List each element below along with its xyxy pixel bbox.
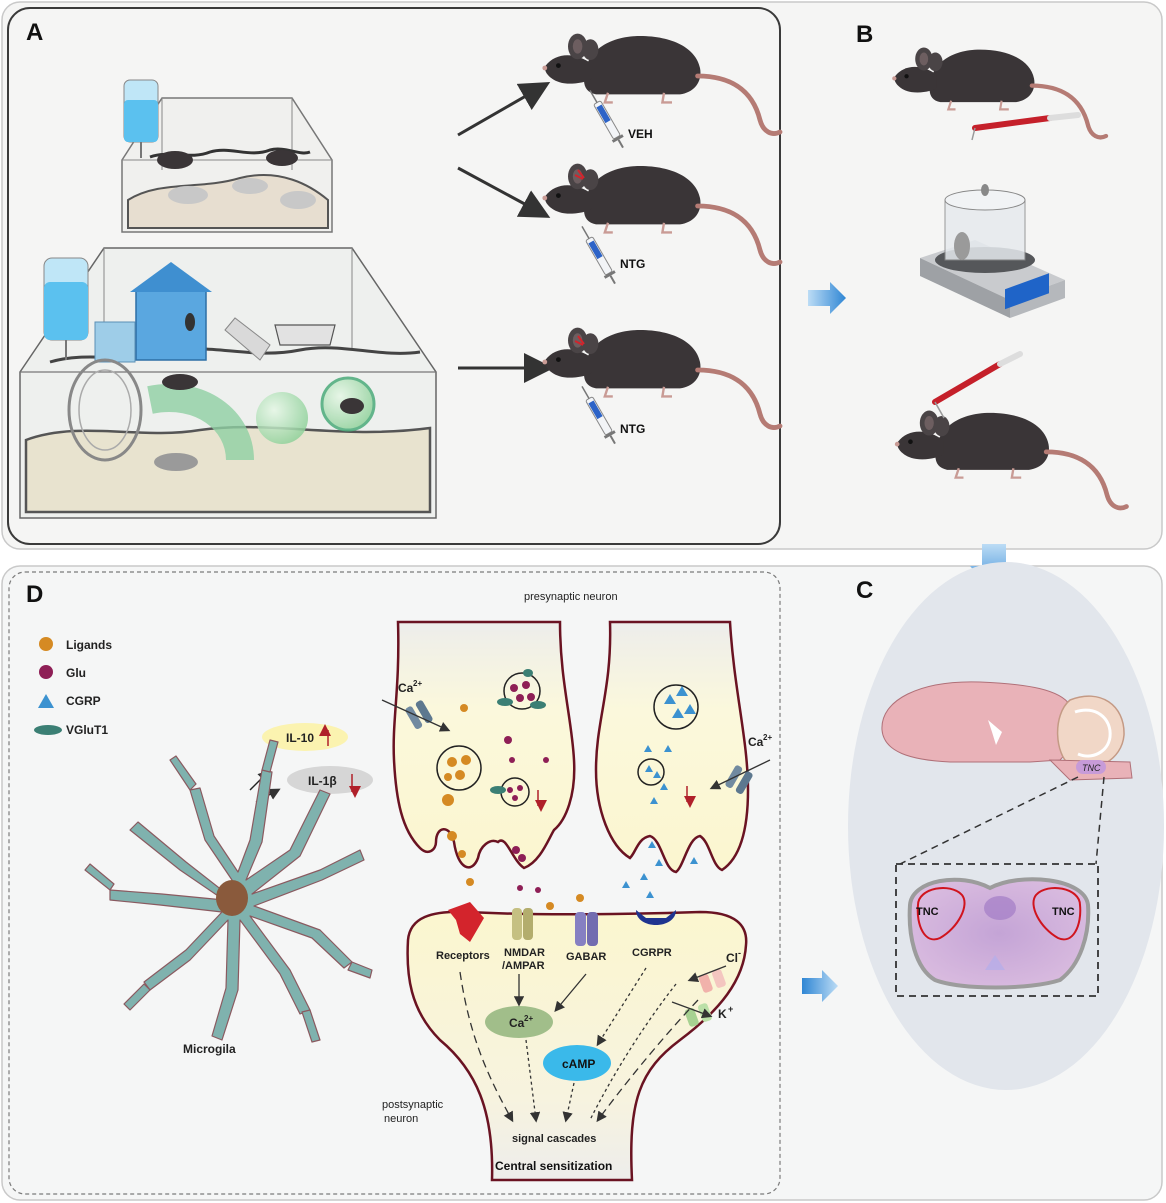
ca-influx-arrow-right <box>709 759 771 790</box>
panel-label-a: A <box>26 19 43 46</box>
nmdar-label-line1: NMDAR <box>504 947 545 959</box>
mouse-brain-sagittal-illustration <box>881 681 1133 781</box>
cgrpr-to-camp-arrow <box>596 967 647 1047</box>
zoom-line-right <box>1095 776 1105 865</box>
cl-superscript: - <box>738 948 741 958</box>
k-label: K <box>718 1007 727 1021</box>
cgrp-vesicle-small <box>637 758 665 786</box>
ca-channel-right <box>725 765 753 795</box>
ca-right-superscript: 2+ <box>763 733 772 742</box>
gabar-receptor-icon <box>575 912 598 946</box>
ca-influx-arrow-left <box>381 699 451 732</box>
legend: Ligands Glu CGRP VGluT1 <box>34 637 112 737</box>
receptors-label: Receptors <box>436 950 490 962</box>
postsynaptic-label-line2: neuron <box>384 1113 418 1125</box>
legend-glu-swatch <box>39 665 53 679</box>
ca-left-label: Ca <box>398 681 414 695</box>
enriched-cage-illustration <box>19 247 437 519</box>
signal-cascades-label: signal cascades <box>512 1133 596 1145</box>
camp-to-cascade-arrow <box>562 1082 575 1123</box>
hot-plate-apparatus-icon <box>920 184 1065 318</box>
ca-messenger-badge <box>485 1006 553 1038</box>
microglia-nucleus <box>216 880 248 916</box>
panel-label-c: C <box>856 577 873 604</box>
presynaptic-terminal-left <box>392 620 576 870</box>
cl-label: Cl <box>726 951 738 965</box>
pain-mark-standard <box>574 169 585 180</box>
glu-vesicle-large <box>503 672 541 710</box>
von-frey-filament-periorbital-icon <box>932 351 1023 419</box>
presynaptic-neuron-label: presynaptic neuron <box>524 591 618 603</box>
channels-to-cascade-arrow <box>596 999 699 1123</box>
legend-ligands-swatch <box>39 637 53 651</box>
zoom-box <box>895 863 1099 997</box>
ca-left-superscript: 2+ <box>413 679 422 688</box>
arrow-to-veh <box>457 82 551 137</box>
panel-label-b: B <box>856 21 873 48</box>
nmdar-label-line2: /AMPAR <box>502 960 545 972</box>
arrow-a-to-b <box>808 282 846 314</box>
k-efflux-arrow <box>671 1001 713 1019</box>
nmdar-ampar-receptor-icon <box>512 908 533 940</box>
receptor-generic-icon <box>448 902 484 942</box>
standard-cage-illustration <box>121 79 333 233</box>
section-tnc-right-label: TNC <box>1052 906 1075 918</box>
brainstem-section-illustration <box>907 877 1091 990</box>
legend-ligands-label: Ligands <box>66 638 112 652</box>
microglia-label: Microgila <box>183 1042 236 1056</box>
von-frey-filament-hindpaw-icon <box>971 112 1081 141</box>
cgrpr-receptor-icon <box>636 910 676 925</box>
ca-right-label: Ca <box>748 735 764 749</box>
presynaptic-terminal-right <box>594 620 750 874</box>
legend-cgrp-label: CGRP <box>66 694 101 708</box>
il1b-label: IL-1β <box>308 774 337 788</box>
ca-to-cascade-arrow <box>525 1039 541 1123</box>
injection-label-ntg-1: NTG <box>620 257 645 271</box>
panel-label-d: D <box>26 581 43 608</box>
legend-vglut1-label: VGluT1 <box>66 723 108 737</box>
injection-label-ntg-2: NTG <box>620 422 645 436</box>
cl-to-cascade-arrow <box>589 983 677 1121</box>
legend-glu-label: Glu <box>66 666 86 680</box>
cgrp-vesicle-large <box>653 684 699 730</box>
camp-badge <box>543 1045 611 1081</box>
cl-channel-icon <box>698 969 726 993</box>
gabar-to-ca-arrow <box>554 973 587 1012</box>
gabar-label: GABAR <box>566 951 606 963</box>
injection-label-veh: VEH <box>628 127 653 141</box>
il10-label: IL-10 <box>286 731 314 745</box>
cl-influx-arrow <box>687 965 727 983</box>
panel-c-background-oval <box>848 562 1164 1090</box>
camp-label: cAMP <box>562 1057 595 1071</box>
central-sensitization-label: Central sensitization <box>495 1159 612 1173</box>
postsynaptic-label-line1: postsynaptic <box>382 1099 444 1111</box>
cgrpr-label: CGRPR <box>632 947 672 959</box>
legend-vglut1-swatch <box>34 725 62 735</box>
legend-cgrp-swatch <box>38 694 54 708</box>
ca-post-label: Ca <box>509 1016 525 1030</box>
arrow-c-to-d <box>802 970 838 1002</box>
section-tnc-left-label: TNC <box>916 906 939 918</box>
k-superscript: + <box>728 1004 733 1014</box>
ca-post-superscript: 2+ <box>524 1014 533 1023</box>
zoom-line-left <box>899 776 1079 865</box>
arrow-to-ntg-standard <box>457 166 551 218</box>
brain-tnc-label: TNC <box>1082 763 1101 773</box>
ligand-vesicle <box>436 745 482 791</box>
pain-mark-enriched <box>574 335 585 346</box>
